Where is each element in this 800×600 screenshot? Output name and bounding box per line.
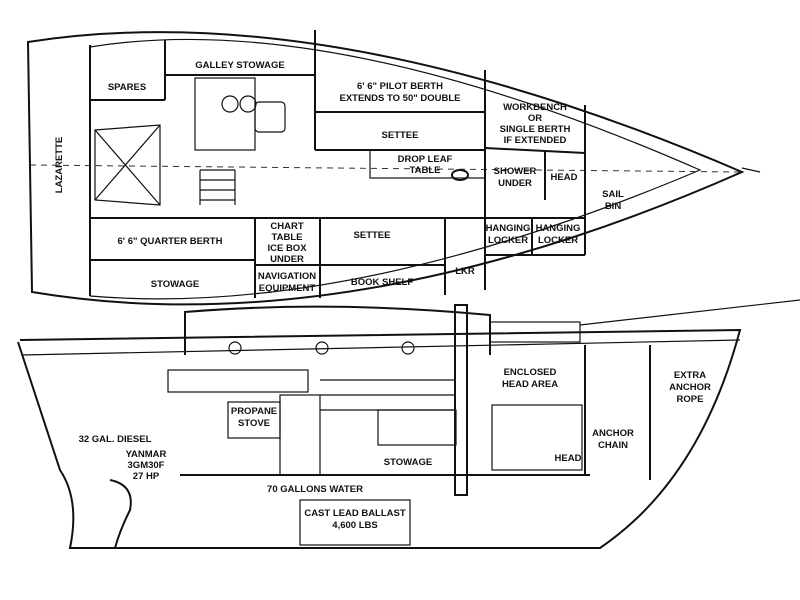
ballast-keel <box>299 499 411 546</box>
label-stowage: STOWAGE <box>151 279 199 290</box>
lazarette-hatch <box>94 124 161 206</box>
label-settee-lower: SETTEE <box>354 230 391 241</box>
label-stowage-profile: STOWAGE <box>384 457 432 468</box>
label-settee-upper: SETTEE <box>382 130 419 141</box>
label-lazarette: LAZARETTE <box>54 137 65 193</box>
hull-outline-profile <box>17 328 742 549</box>
bowsprit <box>579 299 800 326</box>
label-diesel: 32 GAL. DIESEL <box>79 434 152 445</box>
label-lkr: LKR <box>455 266 475 277</box>
plan-view: LAZARETTE SPARES GALLEY STOWAGE 6' 6" PI… <box>26 30 761 306</box>
inner-hull-line <box>89 38 702 300</box>
cabin-trunk <box>184 305 491 355</box>
label-head: HEAD <box>551 172 578 183</box>
stove-burner-icon <box>221 95 239 113</box>
sink-icon <box>254 101 286 133</box>
galley-counter <box>194 77 256 151</box>
companionway-steps <box>199 169 236 205</box>
label-quarter-berth: 6' 6" QUARTER BERTH <box>118 236 223 247</box>
mast-step <box>451 169 469 181</box>
label-book-shelf: BOOK SHELF <box>351 277 413 288</box>
centerline <box>29 164 741 173</box>
label-head-profile: HEAD <box>555 453 582 464</box>
label-galley-stowage: GALLEY STOWAGE <box>195 60 284 71</box>
mast <box>454 304 468 496</box>
label-spares: SPARES <box>108 82 146 93</box>
label-water: 70 GALLONS WATER <box>267 484 363 495</box>
stove-burner-icon <box>239 95 257 113</box>
hull-outline-plan <box>26 31 745 306</box>
